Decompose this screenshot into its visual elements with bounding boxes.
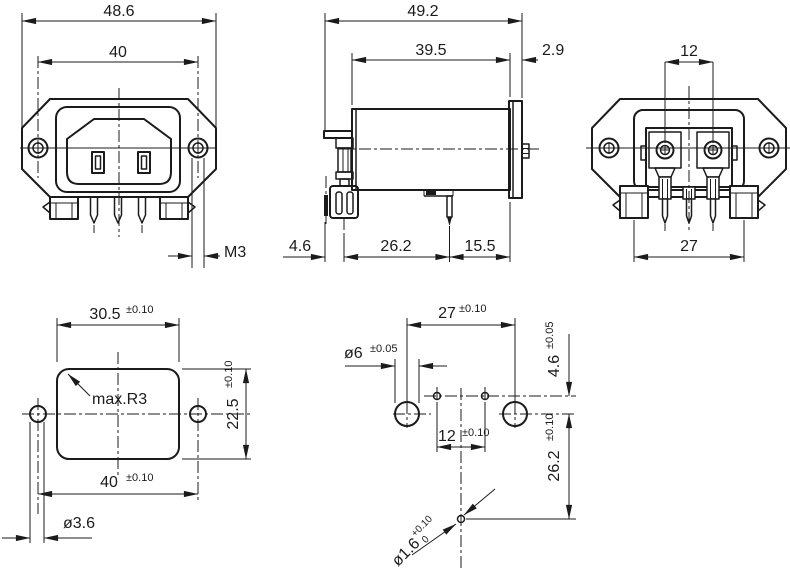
note-corner-radius: max.R3 (92, 391, 147, 408)
rear-side-lug-right (729, 185, 766, 219)
dim-cutout-width-tol: ±0.10 (126, 304, 153, 316)
front-socket-opening (66, 118, 172, 185)
rear-solder-pins (661, 198, 717, 224)
cutout-centerlines (22, 352, 252, 514)
side-view: 49.2 39.5 2.9 4.6 26.2 15.5 (283, 3, 564, 262)
dim-pcb-pin-row-depth: 26.2 (546, 450, 563, 481)
rear-terminal-screw-left (655, 140, 675, 160)
dim-side-terminal-to-pin: 26.2 (380, 238, 411, 255)
dim-front-mount-spacing: 40 (109, 44, 127, 61)
front-solder-pins (89, 196, 147, 224)
dim-front-overall-width: 48.6 (103, 3, 134, 20)
dim-pcb-row-offset: 4.6 (546, 355, 563, 377)
cutout-dimensions: 30.5 ±0.10 max.R3 22.5 ±0.10 40 ±0.10 ø3… (2, 304, 251, 543)
front-dimensions: 48.6 40 M3 (21, 3, 246, 268)
rear-side-lug-left (612, 185, 649, 219)
front-side-lug-right (159, 196, 196, 220)
side-dimensions: 49.2 39.5 2.9 4.6 26.2 15.5 (283, 3, 564, 262)
front-side-lug-left (42, 196, 79, 220)
pcb-centerlines (393, 387, 576, 570)
dim-pcb-mount-dia: ø6 (344, 345, 363, 362)
dim-front-thread: M3 (224, 244, 246, 261)
panel-cutout-view: 30.5 ±0.10 max.R3 22.5 ±0.10 40 ±0.10 ø3… (2, 304, 252, 543)
dim-cutout-hole-spacing: 40 (100, 474, 118, 491)
side-flange-nub (521, 143, 530, 159)
dim-pcb-mount-dia-tol: ±0.05 (370, 343, 397, 355)
rear-view: 12 27 (586, 43, 790, 262)
side-centerlines (325, 148, 540, 236)
dim-side-tab-offset: 4.6 (289, 238, 311, 255)
dim-side-body-depth: 39.5 (415, 42, 446, 59)
front-socket-contact-right (137, 151, 151, 174)
dim-cutout-height-tol: ±0.10 (223, 361, 235, 388)
dim-pcb-pin-row-depth-tol: ±0.10 (544, 414, 556, 441)
dim-rear-lug-spacing: 27 (680, 238, 698, 255)
dim-side-overall-depth: 49.2 (407, 3, 438, 20)
dim-side-flange-thickness: 2.9 (542, 42, 564, 59)
pcb-drilling-view: 27 ±0.10 ø6 ±0.05 12 ±0.10 4.6 ±0.05 26.… (344, 303, 576, 570)
rear-centerlines (586, 86, 790, 232)
dim-pcb-pin-spacing: 12 (438, 428, 456, 445)
front-socket-contact-left (91, 151, 105, 174)
side-front-bracket (323, 130, 354, 187)
dim-cutout-width: 30.5 (89, 306, 120, 323)
dim-pcb-pin-spacing-tol: ±0.10 (462, 427, 489, 439)
dim-cutout-height: 22.5 (225, 398, 242, 429)
dim-side-pin-to-flange: 15.5 (464, 238, 495, 255)
dim-pcb-row-offset-tol: ±0.05 (544, 322, 556, 349)
front-face-recess (55, 106, 181, 193)
rear-terminal-screw-right (703, 140, 723, 160)
dim-pcb-pin-hole-tol-minus: 0 (420, 534, 432, 546)
dim-cutout-hole-spacing-tol: ±0.10 (126, 472, 153, 484)
dim-pcb-mount-spacing-tol: ±0.10 (459, 303, 486, 315)
rear-dimensions: 12 27 (633, 43, 745, 262)
dim-pcb-pin-hole-dia: ø1.6 (389, 535, 424, 570)
dim-pcb-mount-spacing: 27 (438, 305, 456, 322)
front-view: 48.6 40 M3 (20, 3, 246, 268)
side-panel-tab (324, 195, 328, 216)
dim-rear-terminal-spacing: 12 (680, 43, 698, 60)
front-centerlines (20, 56, 217, 237)
dim-cutout-hole-dia: ø3.6 (63, 515, 95, 532)
side-pcb-pin (423, 190, 454, 226)
pcb-dimensions: 27 ±0.10 ø6 ±0.05 12 ±0.10 4.6 ±0.05 26.… (344, 303, 576, 570)
